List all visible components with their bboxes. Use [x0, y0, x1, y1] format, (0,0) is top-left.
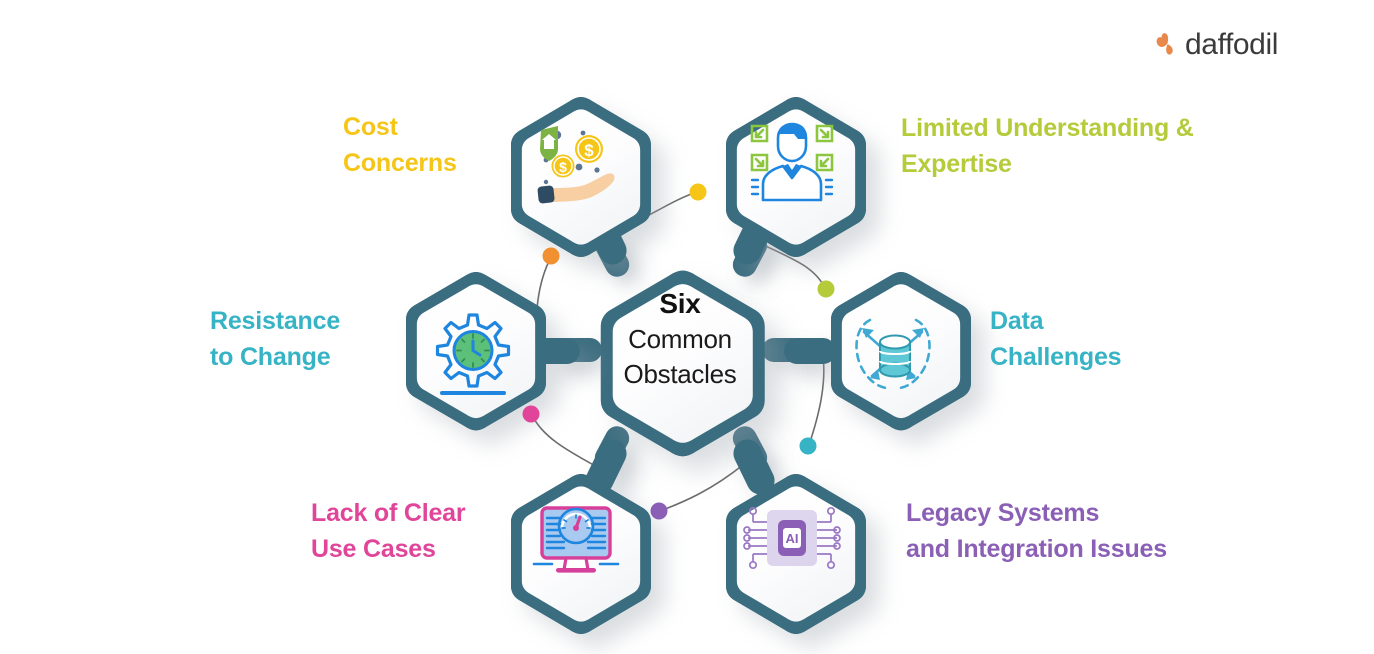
- connector-dots: [522, 183, 835, 520]
- dot-limited-understanding: [817, 280, 835, 298]
- node-label-limited-understanding: Limited Understanding & Expertise: [901, 114, 1194, 178]
- node-label-legacy-systems: Legacy Systems and Integration Issues: [906, 499, 1167, 563]
- brand-logo: daffodil: [1155, 28, 1278, 62]
- node-hexagon-data-challenges[interactable]: [784, 271, 971, 431]
- ai-chip-circuit-icon: AI: [743, 506, 841, 570]
- dot-lack-of-clear-use-cases: [522, 405, 540, 423]
- dot-data-challenges: [799, 437, 817, 455]
- node-label-data-challenges: Data Challenges: [990, 307, 1122, 371]
- node-label-resistance-to-change: Resistance to Change: [210, 307, 341, 371]
- brand-wordmark: daffodil: [1185, 28, 1278, 61]
- dot-legacy-systems: [650, 502, 668, 520]
- hand-holding-coins-icon: $ $: [537, 126, 615, 204]
- svg-text:AI: AI: [786, 531, 799, 546]
- connector-lack-of-clear-use-cases: [531, 414, 600, 469]
- daffodil-butterfly-mark-icon: [1156, 33, 1173, 55]
- monitor-gauge-icon: [532, 506, 620, 573]
- database-orbit-icon: [855, 318, 931, 390]
- svg-text:$: $: [559, 159, 567, 175]
- node-hexagon-lack-of-clear-use-cases[interactable]: [511, 435, 651, 634]
- connector-legacy-systems: [659, 463, 745, 512]
- dot-resistance-to-change: [542, 247, 560, 265]
- gear-clock-icon: [435, 313, 511, 395]
- connector-data-challenges: [808, 349, 825, 446]
- center-hexagon: [556, 233, 808, 470]
- node-hexagon-legacy-systems[interactable]: AI: [726, 435, 866, 634]
- person-expertise-arrows-icon: [750, 122, 834, 202]
- svg-text:$: $: [584, 141, 594, 160]
- node-hexagon-cost-concerns[interactable]: $ $: [511, 97, 651, 269]
- node-hexagon-limited-understanding[interactable]: [726, 97, 866, 269]
- node-hexagon-resistance-to-change[interactable]: [406, 271, 580, 431]
- node-label-lack-of-clear-use-cases: Lack of Clear Use Cases: [311, 499, 466, 563]
- node-label-cost-concerns: Cost Concerns: [343, 113, 457, 177]
- dot-cost-concerns: [689, 183, 707, 201]
